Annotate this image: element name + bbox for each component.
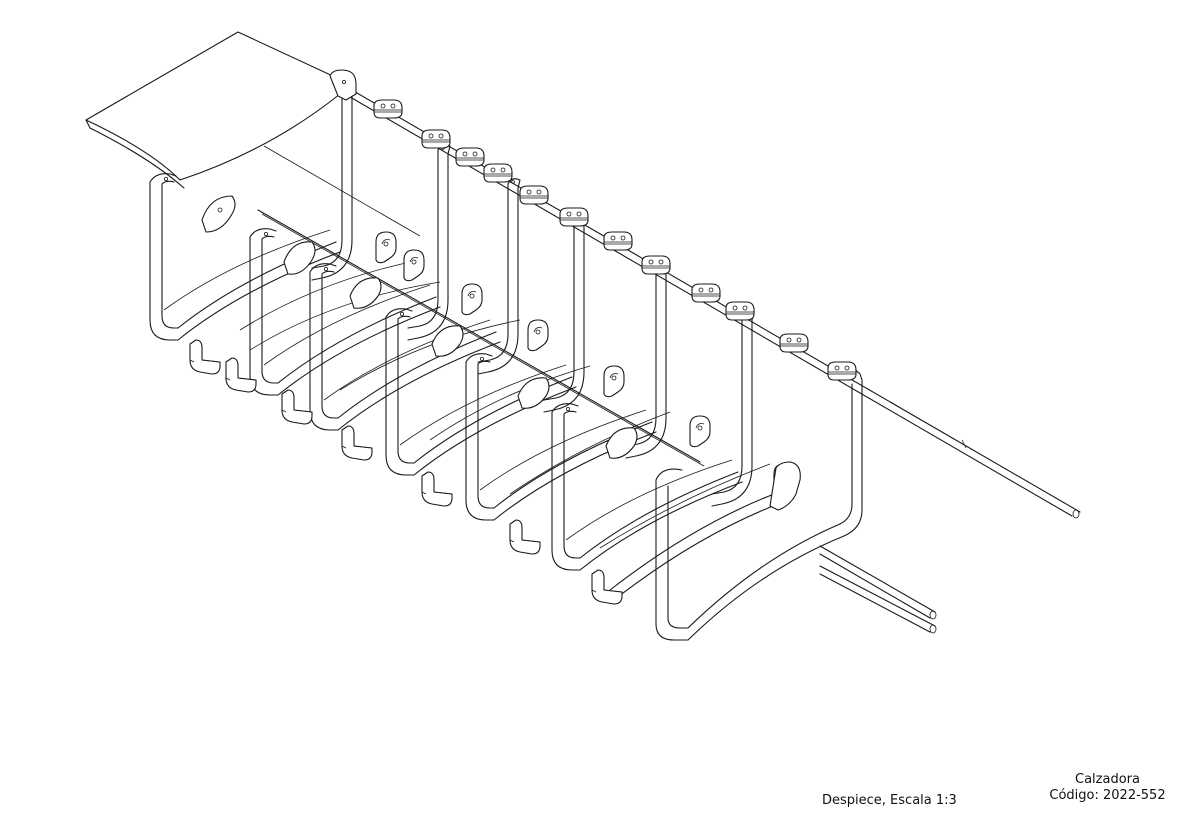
scale-caption: Despiece, Escala 1:3 xyxy=(822,793,957,808)
drawing-code: Código: 2022-552 xyxy=(1049,788,1166,803)
up-hook-3 xyxy=(461,283,483,316)
spacer-5 xyxy=(519,185,549,205)
spacer-3 xyxy=(455,147,485,167)
hook-2 xyxy=(225,357,257,393)
spacer-4 xyxy=(483,163,513,183)
hook-5 xyxy=(421,471,453,507)
end-piece xyxy=(330,70,356,100)
rod-lower xyxy=(820,546,936,633)
cam-pieces xyxy=(202,196,637,458)
spacer-8 xyxy=(641,255,671,275)
hook-3 xyxy=(281,389,313,425)
back-frame-4 xyxy=(543,216,587,413)
spacer-10 xyxy=(725,301,755,321)
front-hook xyxy=(770,462,800,510)
spacer-7 xyxy=(603,231,633,251)
up-hook-4 xyxy=(527,319,549,352)
center-shaft xyxy=(258,210,704,466)
spacer-2 xyxy=(421,129,451,149)
hook-1 xyxy=(189,339,221,375)
spacer-6 xyxy=(559,207,589,227)
back-frame-3 xyxy=(477,178,521,375)
up-hook-2 xyxy=(403,249,425,282)
up-hook-5 xyxy=(603,365,625,398)
back-sheet xyxy=(86,32,420,236)
ribs xyxy=(240,260,794,600)
title-block: Calzadora Código: 2022-552 xyxy=(1040,772,1175,804)
back-frame-1 xyxy=(311,84,355,281)
spacer-11 xyxy=(779,333,809,353)
u-frame-6 xyxy=(551,403,743,571)
hook-7 xyxy=(591,569,623,605)
up-hook-6 xyxy=(689,415,711,448)
front-frame xyxy=(656,366,862,640)
spacer-1 xyxy=(373,99,403,119)
up-hook-1 xyxy=(375,231,397,264)
back-frame-6 xyxy=(711,310,755,507)
hook-4 xyxy=(341,425,373,461)
drawing-title: Calzadora xyxy=(1075,772,1140,787)
spacer-9 xyxy=(691,283,721,303)
hook-6 xyxy=(509,519,541,555)
spacer-12 xyxy=(827,361,857,381)
